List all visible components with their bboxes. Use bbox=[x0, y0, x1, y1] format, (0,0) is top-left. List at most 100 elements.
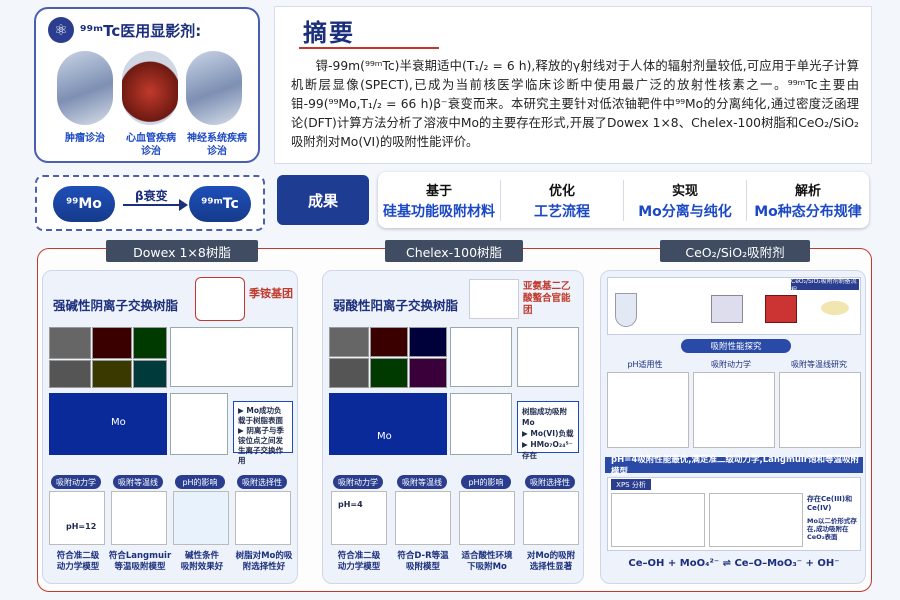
tc-intro-title: ⁹⁹ᵐTc医用显影剂: bbox=[80, 21, 202, 40]
powder-icon bbox=[821, 301, 849, 315]
decay-arrow bbox=[123, 204, 183, 206]
plot-title: 吸附动力学 bbox=[711, 359, 751, 369]
results-card: 基于硅基功能吸附材料 优化工艺流程 实现 Mo分离与纯化 解析 Mo种态分布规律 bbox=[378, 172, 869, 228]
result-title: 基于 bbox=[425, 183, 452, 199]
decay-label: β衰变 bbox=[135, 189, 168, 203]
mini-caption: 符合准二级 动力学模型 bbox=[337, 551, 381, 572]
isotherm-plot bbox=[779, 372, 861, 448]
plot-title: 吸附等温线研究 bbox=[791, 359, 847, 369]
ph-label: pH=4 bbox=[338, 500, 363, 509]
ph-applicability-plot bbox=[607, 372, 689, 448]
furnace-icon bbox=[765, 295, 797, 323]
abstract-card: 摘要 锝-99m(⁹⁹ᵐTc)半衰期适中(T₁/₂ = 6 h),释放的γ射线对… bbox=[275, 7, 871, 163]
abstract-title: 摘要 bbox=[303, 19, 355, 47]
isotherm-plot bbox=[395, 491, 451, 545]
mapping-red-image bbox=[92, 327, 132, 359]
ftir-plot bbox=[517, 327, 579, 387]
tumor-image bbox=[57, 51, 113, 125]
xps-title: XPS 分析 bbox=[611, 479, 651, 490]
kinetics-plot: pH=12 bbox=[49, 491, 105, 545]
ph-effect-plot bbox=[173, 491, 229, 545]
selectivity-plot bbox=[235, 491, 291, 545]
result-item: 优化工艺流程 bbox=[501, 179, 624, 221]
ph-effect-plot bbox=[459, 491, 515, 545]
tc-intro-card: ⚛ ⁹⁹ᵐTc医用显影剂: 肿瘤诊治 心血管疾病 诊治 神经系统疾病 诊治 bbox=[34, 7, 260, 163]
atom-icon: ⚛ bbox=[48, 17, 74, 43]
tab-dowex: Dowex 1×8树脂 bbox=[106, 240, 258, 262]
dowex-panel: 强碱性阴离子交换树脂 季铵基团 Mo ▶ Mo成功负载于树脂表面 ▶ 阴离子与季… bbox=[42, 270, 298, 584]
mini-caption: 碱性条件 吸附效果好 bbox=[180, 551, 224, 572]
tc99m-node: ⁹⁹ᵐTc bbox=[189, 186, 251, 222]
mini-title: 吸附动力学 bbox=[333, 475, 383, 489]
mapping-blue-image bbox=[409, 327, 447, 357]
result-subtitle: Mo分离与纯化 bbox=[638, 203, 732, 220]
mini-title: 吸附等温线 bbox=[397, 475, 447, 489]
ftir-plot bbox=[170, 327, 293, 387]
heart-image bbox=[122, 51, 178, 125]
mapping-red-image bbox=[370, 327, 408, 357]
decay-box: ⁹⁹Mo β衰变 ⁹⁹ᵐTc bbox=[35, 175, 265, 231]
xps-ce-plot bbox=[611, 493, 705, 547]
mini-caption: 符合D-R等温 吸附模型 bbox=[397, 551, 449, 572]
mini-title: 吸附等温线 bbox=[113, 475, 163, 489]
oven-icon bbox=[711, 295, 743, 323]
abstract-text: 锝-99m(⁹⁹ᵐTc)半衰期适中(T₁/₂ = 6 h),释放的γ射线对于人体… bbox=[291, 59, 859, 149]
result-subtitle: 工艺流程 bbox=[534, 203, 590, 220]
mapping-magenta-image bbox=[409, 358, 447, 388]
chelex-highlight: 树脂成功吸附Mo ▶ Mo(VI)负载 ▶ HMo₇O₂₄⁵⁻存在 bbox=[517, 401, 579, 460]
result-subtitle: 硅基功能吸附材料 bbox=[383, 203, 495, 220]
perf-title: 吸附性能探究 bbox=[681, 339, 791, 353]
ceo2-panel: CeO₂/SiO₂吸附剂制备流程 吸附性能探究 pH适用性 吸附动力学 吸附等温… bbox=[600, 270, 866, 584]
neuro-image bbox=[186, 51, 242, 125]
dowex-group: 季铵基团 bbox=[249, 287, 293, 300]
mini-title: pH的影响 bbox=[461, 475, 511, 489]
tab-ceo2: CeO₂/SiO₂吸附剂 bbox=[660, 240, 810, 262]
xps-note-ce: 存在Ce(III)和Ce(IV) bbox=[807, 495, 853, 512]
kinetics-plot bbox=[693, 372, 775, 448]
app-label-cardio: 心血管疾病 诊治 bbox=[126, 133, 176, 157]
mo-peak-label: Mo bbox=[377, 431, 392, 442]
sem-image-2 bbox=[49, 360, 91, 388]
chelex-heading: 弱酸性阳离子交换树脂 bbox=[333, 298, 459, 313]
xps-mo3d-plot bbox=[450, 393, 512, 455]
chelex-panel: 弱酸性阳离子交换树脂 亚氨基二乙酸螯合官能团 Mo 树脂成功吸附Mo ▶ Mo(… bbox=[322, 270, 584, 584]
edx-spectrum: Mo bbox=[329, 393, 447, 455]
mapping-green-image bbox=[370, 358, 408, 388]
edx-spectrum: Mo bbox=[49, 393, 167, 455]
mo-peak-label: Mo bbox=[111, 417, 126, 428]
app-label-neuro: 神经系统疾病 诊治 bbox=[187, 133, 247, 157]
mapping-green-image bbox=[133, 327, 167, 359]
chelex-group: 亚氨基二乙酸螯合官能团 bbox=[523, 281, 571, 316]
result-title: 解析 bbox=[794, 183, 821, 199]
iminodiacetate-structure-icon bbox=[469, 279, 519, 319]
sem-image bbox=[329, 327, 369, 357]
result-subtitle: Mo种态分布规律 bbox=[754, 203, 862, 220]
result-item: 解析 Mo种态分布规律 bbox=[747, 180, 869, 221]
quaternary-structure-icon bbox=[195, 277, 245, 321]
tc-intro-header: ⚛ ⁹⁹ᵐTc医用显影剂: bbox=[48, 17, 201, 43]
mini-caption: 对Mo的吸附 选择性显著 bbox=[526, 551, 576, 572]
mini-caption: 符合准二级 动力学模型 bbox=[56, 551, 100, 572]
results-button: 成果 bbox=[277, 175, 369, 225]
xps-mo-plot bbox=[709, 493, 803, 547]
selectivity-plot bbox=[523, 491, 579, 545]
prep-title: CeO₂/SiO₂吸附剂制备流程 bbox=[791, 278, 859, 294]
summary-bar: pH=4吸附性能最优,满足准二级动力学,Langmuir饱和等温吸附模型 bbox=[605, 455, 863, 477]
result-title: 实现 bbox=[671, 183, 698, 199]
result-title: 优化 bbox=[548, 183, 575, 199]
mini-caption: 符合Langmuir 等温吸附模型 bbox=[108, 551, 172, 572]
mini-title: 吸附选择性 bbox=[525, 475, 575, 489]
app-label-tumor: 肿瘤诊治 bbox=[65, 133, 105, 144]
flask-icon bbox=[615, 293, 637, 327]
result-item: 基于硅基功能吸附材料 bbox=[378, 179, 501, 221]
mini-title: 吸附选择性 bbox=[237, 475, 287, 489]
xps-note-mo: Mo以二价形式存在,成功吸附在CeO₂表面 bbox=[807, 517, 857, 541]
tab-chelex: Chelex-100树脂 bbox=[385, 240, 523, 262]
plot-title: pH适用性 bbox=[627, 359, 663, 369]
abstract-underline bbox=[299, 47, 439, 49]
mapping-cyan-image bbox=[133, 360, 167, 388]
kinetics-plot: pH=4 bbox=[331, 491, 387, 545]
mini-caption: 适合酸性环境 下吸附Mo bbox=[461, 551, 513, 572]
reaction-equation: Ce–OH + MoO₄²⁻ ⇌ Ce–O–MoO₃⁻ + OH⁻ bbox=[628, 558, 840, 569]
isotherm-plot bbox=[111, 491, 167, 545]
